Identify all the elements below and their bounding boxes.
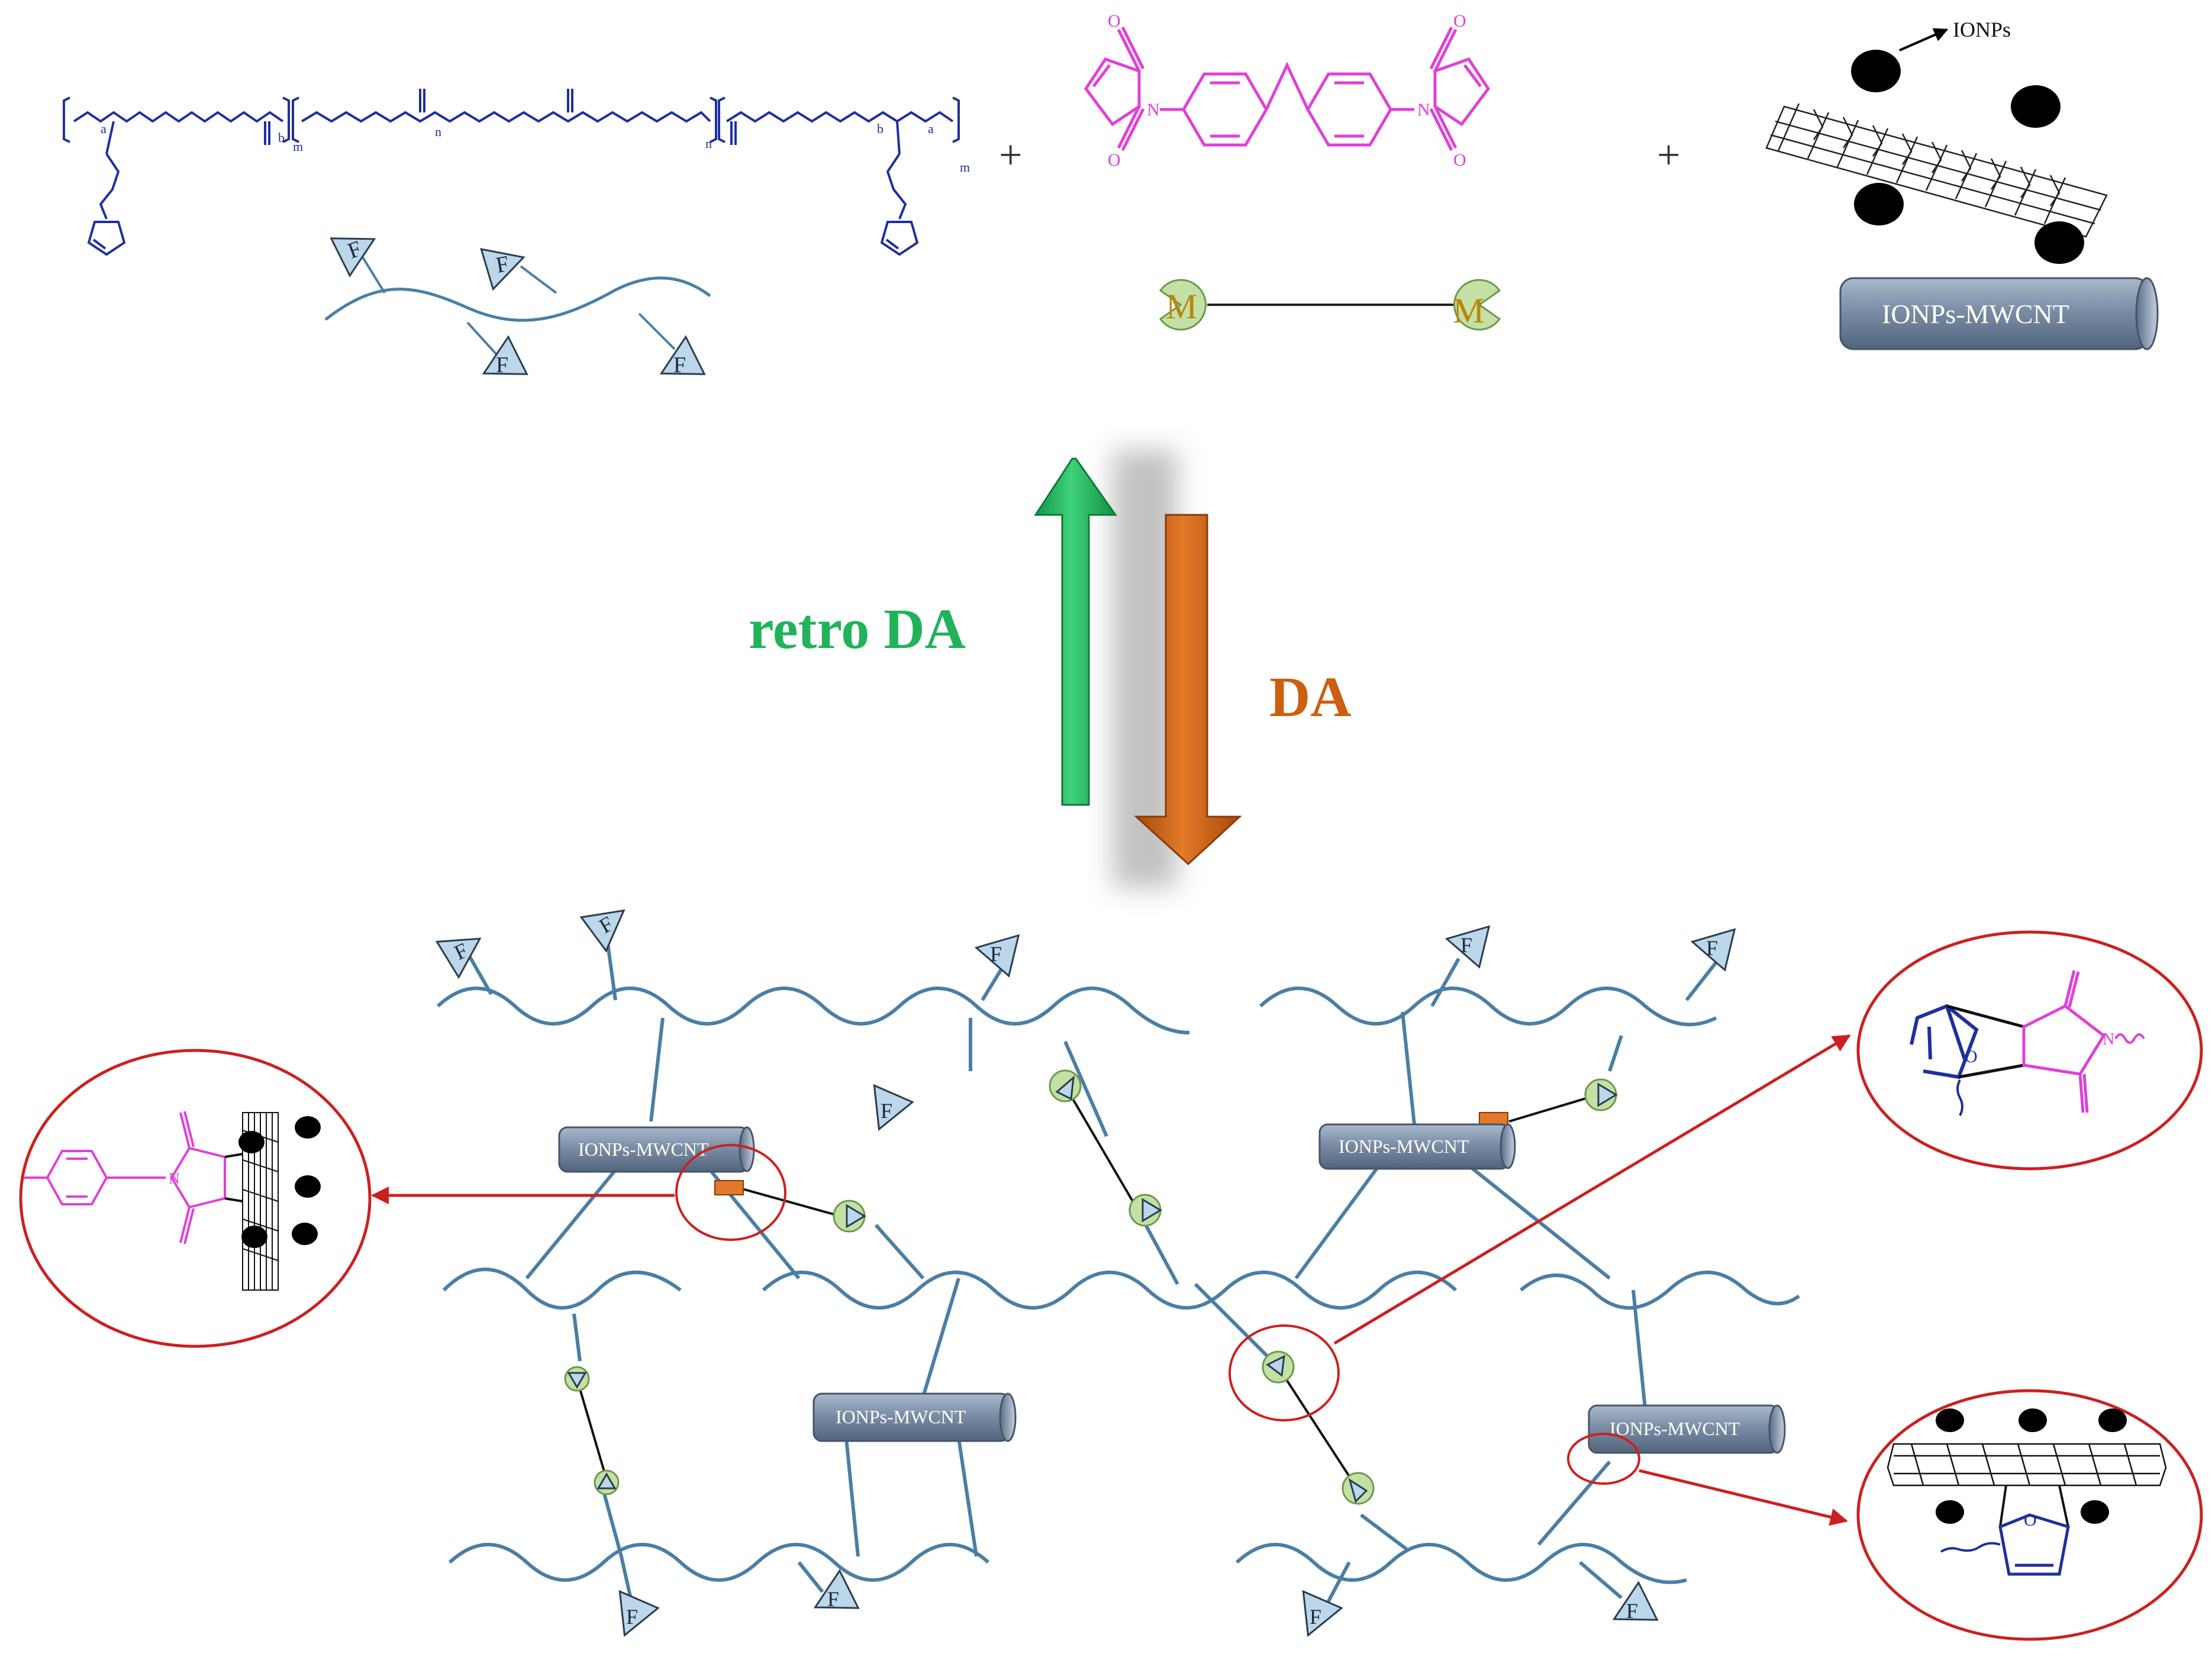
furan-triangle-icon: F: [436, 924, 492, 981]
svg-text:F: F: [827, 1587, 839, 1611]
polymer-subscript: a: [101, 121, 107, 136]
nanoparticle-dot: [2098, 1408, 2127, 1432]
nanoparticle-dot: [295, 1116, 321, 1139]
nanoparticle-dot: [1936, 1500, 1964, 1524]
nanoparticle-dot: [1936, 1408, 1964, 1432]
furan-triangle-icon: F: [1686, 916, 1740, 971]
callout-markers: [371, 1034, 1851, 1526]
polymer-subscript: m: [960, 160, 970, 175]
nanoparticle-dot: [2081, 1500, 2109, 1524]
svg-text:IONPs-MWCNT: IONPs-MWCNT: [1882, 299, 2069, 329]
svg-text:IONPs-MWCNT: IONPs-MWCNT: [836, 1406, 966, 1427]
maleimide-symbol: M: [1453, 291, 1484, 330]
furan-triangle-icon: F: [330, 223, 385, 279]
furan-chain-cartoon: F F F F: [324, 223, 711, 389]
polymer-subscript: a: [928, 121, 934, 136]
da-arrow: [1134, 514, 1242, 866]
svg-text:IONPs-MWCNT: IONPs-MWCNT: [1610, 1418, 1740, 1439]
oxygen-label: O: [1108, 150, 1121, 170]
svg-text:N: N: [169, 1170, 180, 1187]
ionps-mwcnt-tube: IONPs-MWCNT: [1839, 277, 2159, 350]
ionps-pointer-arrow: [1899, 28, 1949, 51]
svg-text:F: F: [1706, 936, 1718, 960]
svg-text:O: O: [2024, 1510, 2037, 1530]
retro-da-label: retro DA: [749, 597, 966, 660]
nanoparticle-dot: [1854, 183, 1904, 225]
polymer-subscript: n: [705, 136, 712, 151]
network-tube: IONPs-MWCNT: [558, 1126, 755, 1173]
svg-text:O: O: [1965, 1047, 1978, 1066]
callout-furan-cnt: O: [1856, 1389, 2203, 1641]
network-furan-triangles: F F F F F F F F F F: [436, 896, 1740, 1644]
furan-triangle-icon: F: [1440, 913, 1495, 968]
svg-text:F: F: [1626, 1599, 1638, 1623]
bismaleimide-cartoon: M M: [1159, 279, 1501, 331]
callout-da-adduct: O N: [1856, 930, 2203, 1171]
nanoparticle-dot: [2018, 1408, 2047, 1432]
svg-text:F: F: [1460, 933, 1472, 957]
nanoparticle-dot: [241, 1226, 267, 1248]
furan-polymer-structure: [63, 89, 960, 256]
furan-triangle-icon: F: [480, 241, 529, 291]
ionps-mwcnt-illustration: IONPs: [1765, 18, 2108, 264]
nanoparticle-dot: [295, 1175, 321, 1198]
furan-triangle-icon: F: [580, 896, 638, 955]
ionps-label: IONPs: [1953, 18, 2011, 41]
svg-text:F: F: [496, 353, 508, 378]
polymer-subscript: b: [877, 121, 883, 136]
furan-triangle-icon: F: [651, 334, 705, 389]
svg-text:F: F: [1310, 1605, 1321, 1629]
oxygen-label: O: [1453, 150, 1466, 170]
crosslinked-network: [436, 934, 1800, 1610]
furan-triangle-icon: F: [473, 334, 528, 389]
svg-text:IONPs-MWCNT: IONPs-MWCNT: [1339, 1136, 1469, 1157]
nitrogen-label: N: [1147, 100, 1160, 120]
plus-sign: +: [999, 133, 1022, 178]
svg-text:IONPs-MWCNT: IONPs-MWCNT: [578, 1139, 709, 1160]
oxygen-label: O: [1108, 11, 1121, 31]
svg-text:F: F: [673, 353, 686, 378]
retro-da-arrow: [1034, 457, 1117, 806]
network-tube: IONPs-MWCNT: [1588, 1404, 1786, 1454]
network-tube: IONPs-MWCNT: [812, 1392, 1017, 1442]
polymer-subscript: n: [435, 124, 441, 139]
svg-text:N: N: [2103, 1030, 2114, 1049]
polymer-subscript: b: [278, 130, 285, 145]
maleimide-symbol: M: [1166, 287, 1197, 326]
nanoparticle-dot: [1851, 50, 1901, 92]
polymer-subscript: m: [293, 139, 303, 154]
nanoparticle-dot: [2011, 85, 2061, 128]
furan-triangle-icon: F: [805, 1568, 859, 1623]
oxygen-label: O: [1453, 11, 1466, 31]
nanoparticle-dot: [292, 1223, 318, 1245]
bismaleimide-linkers: [576, 1085, 1598, 1487]
network-tube: IONPs-MWCNT: [1318, 1123, 1516, 1170]
furan-triangle-icon: F: [601, 1586, 659, 1644]
furan-triangle-icon: F: [1284, 1586, 1343, 1644]
svg-text:F: F: [990, 942, 1002, 966]
nanoparticle-dot: [2034, 221, 2084, 264]
da-label: DA: [1269, 665, 1352, 728]
furan-triangle-icon: F: [855, 1080, 914, 1138]
furan-triangle-icon: F: [1604, 1579, 1658, 1635]
furan-triangle-icon: F: [970, 922, 1024, 977]
svg-text:F: F: [626, 1605, 638, 1629]
nitrogen-label: N: [1417, 100, 1430, 120]
callout-maleimide-cnt: N: [19, 1049, 372, 1348]
connector-block: [714, 1180, 744, 1195]
svg-text:F: F: [881, 1099, 892, 1123]
nanoparticle-dot: [238, 1131, 265, 1153]
da-adduct-nodes: [564, 1069, 1618, 1505]
reaction-arrows: retro DA DA: [749, 450, 1352, 888]
plus-sign: +: [1657, 133, 1680, 178]
bismaleimide-structure: [1084, 26, 1491, 151]
